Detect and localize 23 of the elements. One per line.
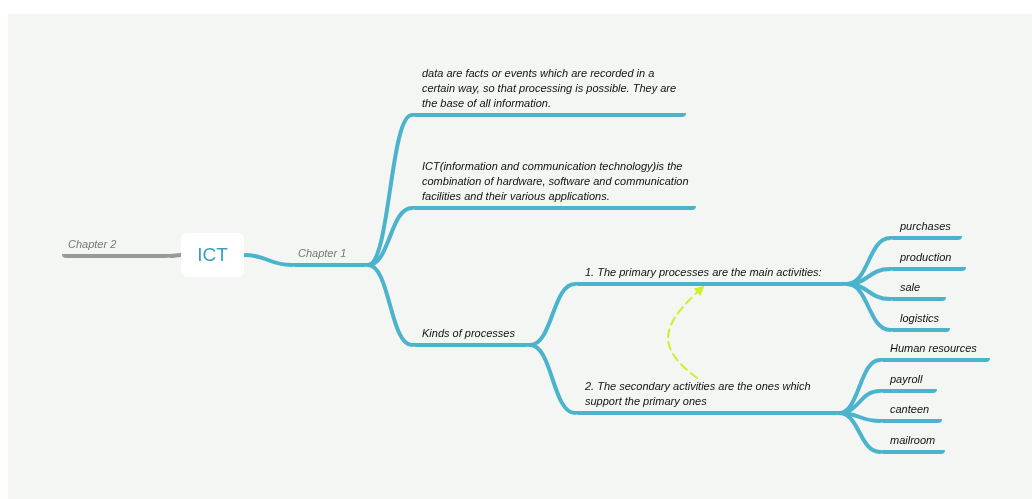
branch-line: [366, 263, 414, 347]
topic-branch: Chapter 2: [62, 238, 170, 258]
topic-branch: 2. The secondary activities are the ones which support the primary ones: [575, 377, 839, 415]
branch-line: [168, 253, 183, 258]
central-topic-box: ICT: [181, 233, 244, 277]
topic-branch: ICT(information and communication technology)is the combination of hardware, software and communication facilities and their various applications.: [412, 126, 696, 210]
topic-branch: payroll: [880, 372, 937, 393]
topic-branch: Human resources: [880, 341, 990, 362]
topic-branch: data are facts or events which are recorded in a certain way, so that processing is possible. They are the base of all information.: [412, 64, 686, 117]
topic-branch: Kinds of processes: [412, 326, 530, 347]
branch-line: [242, 253, 294, 267]
branch-line: [845, 282, 892, 332]
topic-branch: mailroom: [880, 433, 945, 454]
topic-branch: production: [890, 250, 966, 271]
topic-branch: sale: [890, 280, 946, 301]
topic-branch: purchases: [890, 219, 962, 240]
dashed-arrow: [667, 285, 705, 379]
topic-branch: Chapter 1: [292, 248, 368, 267]
topic-branch: canteen: [880, 402, 942, 423]
topic-branch: 1. The primary processes are the main activities:: [575, 264, 847, 286]
topic-branch: logistics: [890, 311, 950, 332]
branch-line: [837, 411, 882, 454]
branch-line: [528, 343, 577, 415]
